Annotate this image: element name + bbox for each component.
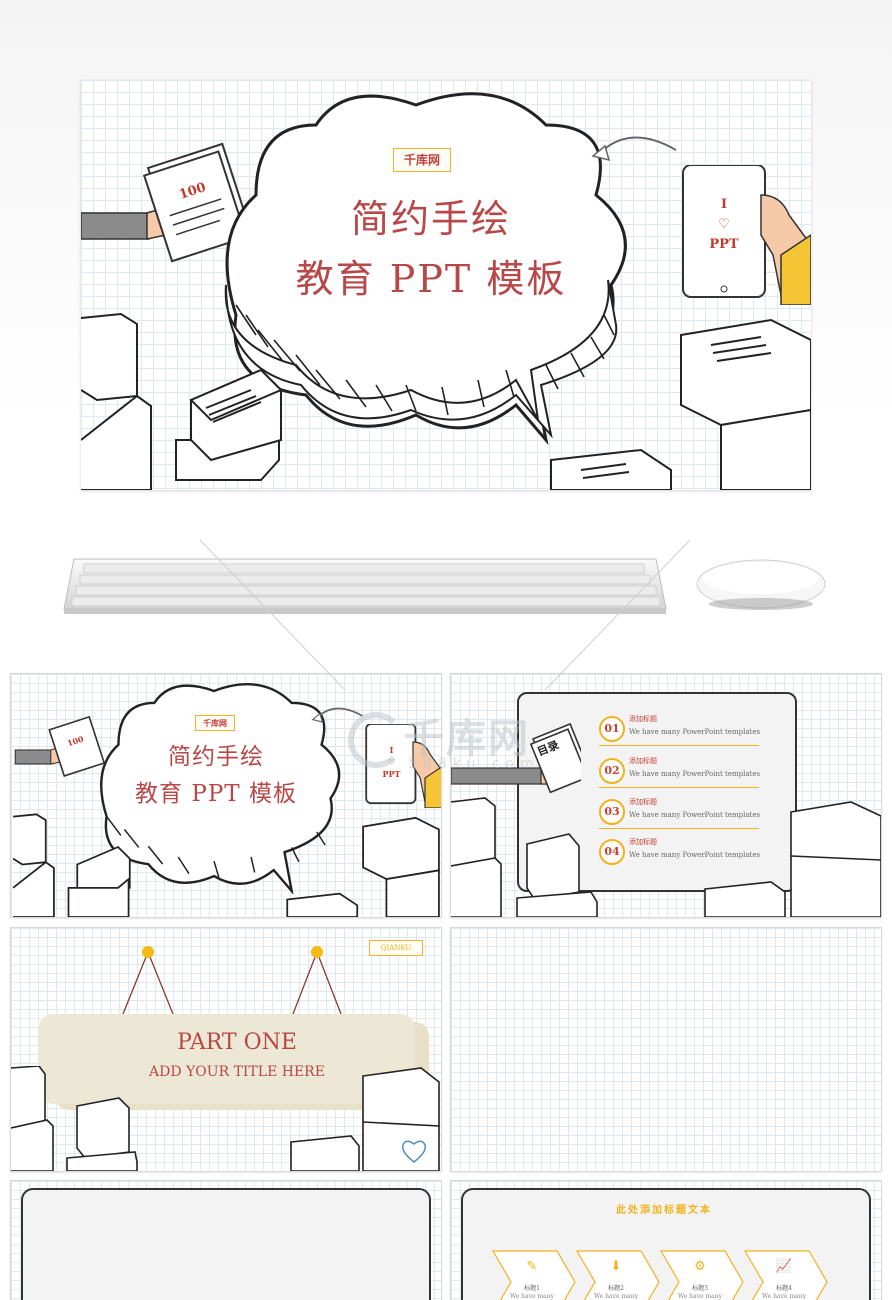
thumbnail-blank[interactable] (450, 927, 882, 1172)
cover-title-line1: 简约手绘 (168, 744, 264, 770)
speech-bubble-illustration (224, 92, 627, 445)
phone-screen-text: I ♡ PPT (683, 195, 765, 255)
hand-with-paper-illustration (81, 142, 251, 263)
phone-line-2: ♡ (718, 217, 730, 232)
phone-line-3: PPT (709, 237, 739, 252)
step-label: 标题1 (524, 1285, 540, 1292)
toc-title: 添加标题 (629, 715, 657, 723)
phone-line-3: PPT (382, 769, 401, 779)
toc-subtitle: We have many PowerPoint templates (629, 811, 761, 819)
step-label: 标题4 (776, 1285, 792, 1292)
toc-item-3[interactable]: 03 添加标题 We have many PowerPoint template… (599, 795, 761, 831)
step-label: 标题3 (692, 1285, 708, 1292)
gear-icon: ⚙ (694, 1259, 706, 1274)
step-4[interactable]: 📈 标题4 We have many (743, 1249, 828, 1300)
watermark: 千库网 588ku.com (348, 706, 608, 776)
toc-number: 04 (599, 839, 625, 865)
watermark-logo-icon (348, 712, 404, 768)
watermark-sub: 588ku.com (408, 756, 540, 772)
toc-divider (599, 745, 759, 746)
hero-title-line2: 教育 PPT 模板 (295, 257, 567, 301)
thumbnail-part-one[interactable]: QIANKU PART ONE ADD YOUR TITLE HERE (10, 927, 442, 1172)
pencil-icon: ✎ (526, 1259, 538, 1274)
cover-title-line2: 教育 PPT 模板 (135, 781, 297, 807)
hand-with-book-illustration (451, 722, 581, 794)
steps-row: ✎ 标题1 We have many ⬇ 标题2 We have many ⚙ … (491, 1249, 851, 1300)
speech-bubble-illustration (100, 683, 341, 894)
toc-divider (599, 828, 759, 829)
step-3[interactable]: ⚙ 标题3 We have many (659, 1249, 744, 1300)
cover-badge: 千库网 (195, 715, 235, 731)
phone-line-1: I (720, 197, 728, 212)
toc-item-2[interactable]: 02 添加标题 We have many PowerPoint template… (599, 754, 761, 790)
step-1[interactable]: ✎ 标题1 We have many (491, 1249, 576, 1300)
boxes-illustration (451, 797, 881, 917)
download-icon: ⬇ (610, 1259, 622, 1274)
thumbnail-steps[interactable]: 此处添加标题文本 ✎ 标题1 We have many ⬇ 标题2 We hav… (450, 1180, 882, 1300)
toc-divider (599, 787, 759, 788)
step-sub: We have many (678, 1293, 722, 1300)
toc-title: 添加标题 (629, 798, 657, 806)
toc-number: 01 (599, 716, 625, 742)
keyboard-illustration (63, 558, 667, 614)
pin-icon (142, 946, 154, 958)
toc-subtitle: We have many PowerPoint templates (629, 770, 761, 778)
curved-arrow-icon (311, 707, 363, 723)
boxes-illustration (81, 312, 811, 490)
hero-title-line1: 简约手绘 (350, 197, 511, 241)
hand-with-paper-illustration (14, 715, 106, 777)
pin-icon (311, 946, 323, 958)
toc-title: 添加标题 (629, 757, 657, 765)
toc-subtitle: We have many PowerPoint templates (629, 728, 761, 736)
board-frame (21, 1188, 431, 1300)
hero-slide: 100 千库网 简约手绘 教育 PPT 模板 I ♡ PPT (81, 80, 811, 490)
hanging-strings (122, 946, 342, 1015)
step-label: 标题2 (608, 1285, 624, 1292)
part-subtitle: ADD YOUR TITLE HERE (149, 1064, 325, 1080)
step-sub: We have many (510, 1293, 554, 1300)
thumbnail-toc[interactable]: 目录 01 添加标题 We have many PowerPoint templ… (450, 673, 882, 918)
toc-subtitle: We have many PowerPoint templates (629, 851, 761, 859)
toc-title: 添加标题 (629, 838, 657, 846)
hero-badge: 千库网 (393, 148, 451, 172)
step-sub: We have many (594, 1293, 638, 1300)
toc-item-1[interactable]: 01 添加标题 We have many PowerPoint template… (599, 712, 761, 748)
mouse-illustration (696, 559, 826, 610)
thumbnail-board[interactable] (10, 1180, 442, 1300)
phone-illustration (682, 165, 811, 305)
part-title: PART ONE (177, 1030, 297, 1055)
watermark-main: 千库网 (404, 716, 530, 762)
sign-board (39, 1014, 415, 1104)
boxes-illustration (12, 813, 440, 917)
step-sub: We have many (762, 1293, 806, 1300)
curved-arrow-icon (591, 136, 677, 162)
chart-icon: 📈 (775, 1259, 793, 1274)
toc-item-4[interactable]: 04 添加标题 We have many PowerPoint template… (599, 835, 761, 871)
boxes-illustration (11, 1066, 440, 1171)
steps-heading: 此处添加标题文本 (616, 1205, 712, 1216)
toc-number: 03 (599, 799, 625, 825)
toc-number: 02 (599, 758, 625, 784)
step-2[interactable]: ⬇ 标题2 We have many (575, 1249, 660, 1300)
heart-icon (401, 1140, 427, 1163)
part-badge: QIANKU (369, 940, 423, 956)
